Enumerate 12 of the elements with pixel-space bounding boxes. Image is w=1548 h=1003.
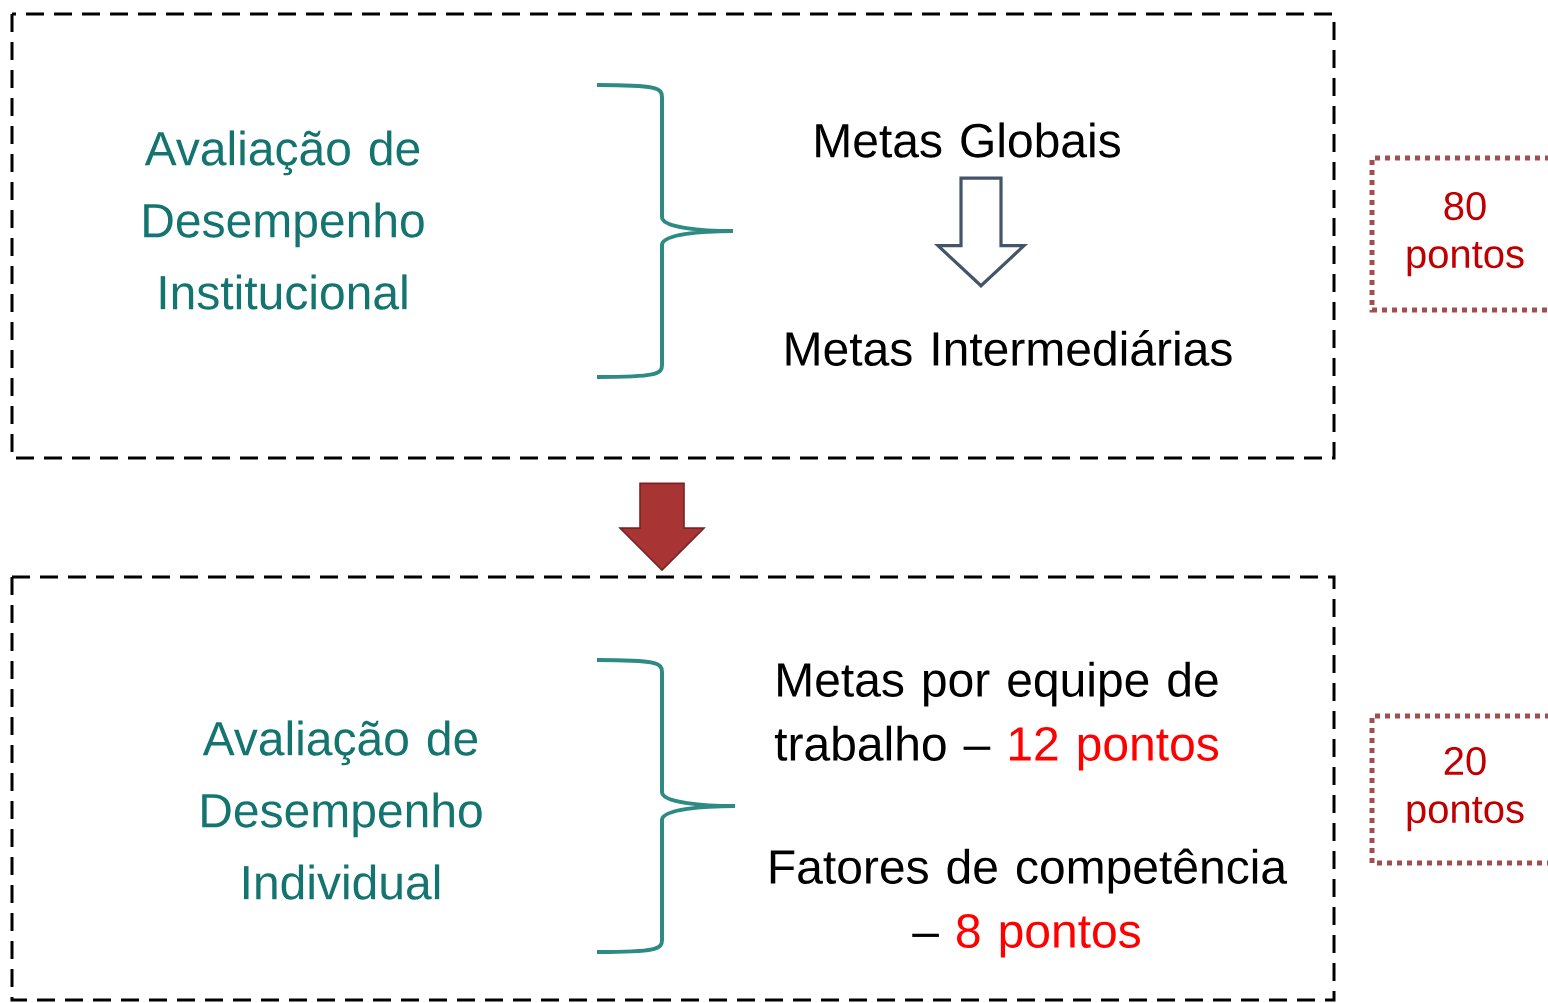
block-arrow xyxy=(933,176,1029,288)
dashed-frame xyxy=(10,12,1336,460)
item-text: Fatores de competência – 8 pontos xyxy=(770,848,1288,958)
score-box: 20 pontos xyxy=(1369,713,1548,866)
heading-text: Avaliação de Desempenho Individual xyxy=(202,720,482,900)
block-arrow xyxy=(618,482,706,572)
item-text: Metas Globais xyxy=(816,122,1120,158)
item-text: Metas por equipe de trabalho – 12 pontos xyxy=(774,661,1219,771)
score-box: 80 pontos xyxy=(1369,155,1548,313)
item-text: Metas Intermediárias xyxy=(786,330,1232,366)
dashed-frame xyxy=(10,575,1336,1002)
heading-text: Avaliação de Desempenho Institucional xyxy=(144,130,424,310)
